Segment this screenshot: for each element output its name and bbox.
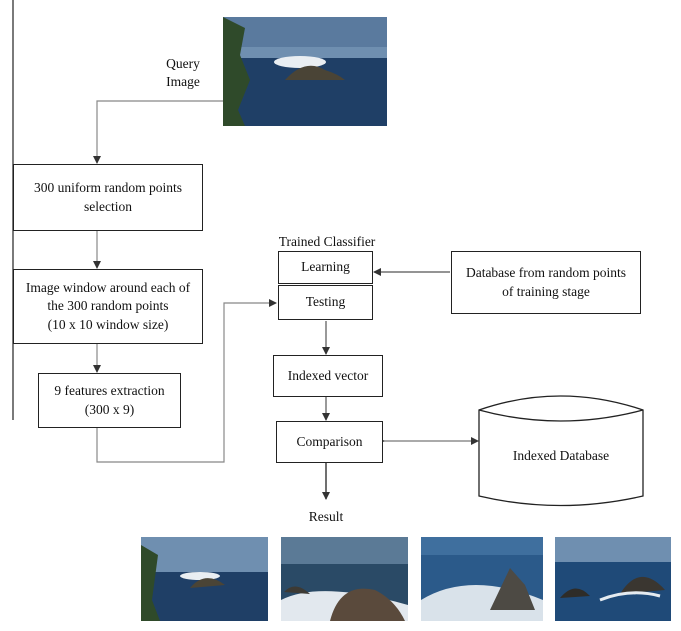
indexed-vector-text: Indexed vector [287, 367, 369, 383]
arrow-features-to-testing [96, 299, 277, 463]
indexed-database-label: Indexed Database [512, 448, 610, 463]
random-points-selection-box: 300 uniform random points selection [13, 164, 203, 231]
training-database-text: Database from random points of training … [465, 265, 627, 299]
result-image-1 [141, 537, 268, 621]
indexed-database-cylinder [478, 395, 644, 507]
query-image-label: Query Image [166, 56, 200, 89]
result-image-2 [281, 537, 408, 621]
feature-extraction-text: 9 features extraction (300 x 9) [54, 383, 165, 417]
testing-box: Testing [278, 285, 373, 320]
trained-classifier-label: Trained Classifier [278, 234, 376, 249]
result-image-3 [421, 537, 543, 621]
testing-text: Testing [305, 294, 346, 310]
image-window-text: Image window around each of the 300 rand… [25, 280, 191, 332]
indexed-vector-box: Indexed vector [273, 355, 383, 397]
comparison-text: Comparison [296, 433, 363, 449]
image-window-box: Image window around each of the 300 rand… [13, 269, 203, 344]
random-points-selection-text: 300 uniform random points selection [33, 180, 183, 214]
training-database-box: Database from random points of training … [451, 251, 641, 314]
feature-extraction-box: 9 features extraction (300 x 9) [38, 373, 181, 428]
comparison-box: Comparison [276, 421, 383, 463]
query-image [223, 17, 387, 126]
arrow-query-to-selection [93, 100, 223, 164]
learning-box: Learning [278, 251, 373, 284]
result-label: Result [308, 509, 344, 524]
result-image-4 [555, 537, 671, 621]
learning-text: Learning [301, 259, 350, 275]
